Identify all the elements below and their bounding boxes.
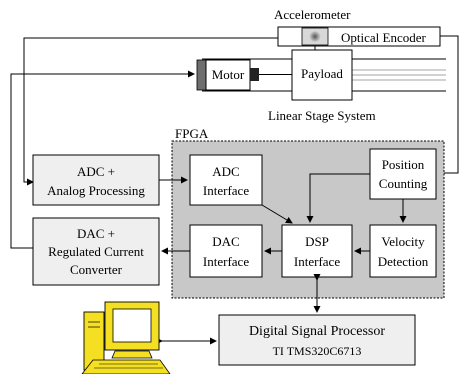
motor-label: Motor <box>212 67 245 82</box>
position-counting-line1: Position <box>382 157 425 172</box>
velocity-detection-line1: Velocity <box>381 234 425 249</box>
dsp-interface-line1: DSP <box>305 234 329 249</box>
dac-regulated-current-block <box>32 217 160 286</box>
dsp-interface-line2: Interface <box>294 254 340 269</box>
motor-block <box>205 59 251 91</box>
dac-to-motor-wire <box>10 70 195 249</box>
dac-interface-line2: Interface <box>203 254 249 269</box>
velocity-detection-line2: Detection <box>378 254 429 269</box>
accelerometer-label: Accelerometer <box>274 7 351 22</box>
dac-converter-line3: Converter <box>70 262 123 277</box>
sensor-icon <box>309 30 321 43</box>
position-counting-line2: Counting <box>379 176 428 191</box>
payload-block <box>291 49 353 101</box>
dac-interface-block <box>189 224 263 278</box>
linear-stage-label: Linear Stage System <box>268 108 376 123</box>
adc-analog-line1: ADC + <box>77 164 115 179</box>
dac-converter-line1: DAC + <box>77 226 115 241</box>
dac-interface-line1: DAC <box>212 234 239 249</box>
fpga-label: FPGA <box>175 126 209 141</box>
adc-interface-block <box>189 154 263 206</box>
dsp-processor-line2: TI TMS320C6713 <box>273 344 362 358</box>
position-to-dsp-arrow <box>306 173 370 223</box>
velocity-detection-block <box>369 224 437 278</box>
payload-label: Payload <box>301 66 343 81</box>
encoder-to-position-wire <box>435 35 459 177</box>
motor-endcap <box>196 59 207 91</box>
dac-converter-line2: Regulated Current <box>48 244 144 259</box>
accelerometer-to-adc-wire <box>23 37 278 186</box>
dsp-processor-block <box>218 314 416 366</box>
adc-analog-processing-block <box>32 154 160 206</box>
dsp-processor-line1: Digital Signal Processor <box>249 324 385 339</box>
motor-coupler <box>250 68 259 81</box>
adc-interface-to-dsp-arrow <box>261 204 293 224</box>
computer-icon <box>81 301 171 374</box>
position-counting-block <box>369 148 437 200</box>
adc-interface-line2: Interface <box>203 183 249 198</box>
optical-encoder-label: Optical Encoder <box>341 30 426 45</box>
dsp-interface-block <box>281 224 353 278</box>
adc-interface-line1: ADC <box>212 164 239 179</box>
adc-analog-line2: Analog Processing <box>47 183 145 198</box>
